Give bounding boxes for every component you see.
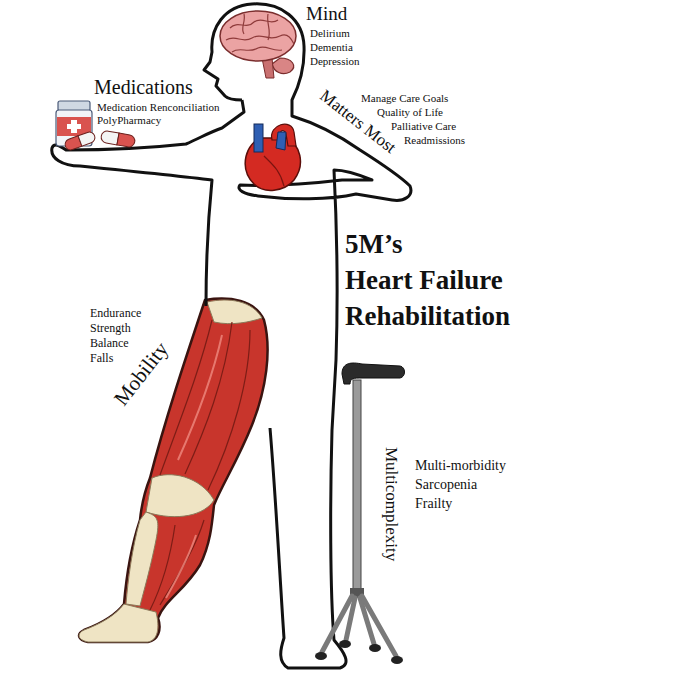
body-outline: [52, 4, 411, 668]
item-text: Manage Care Goals: [361, 92, 448, 105]
item-text: Sarcopenia: [415, 477, 477, 493]
quad-cane: [315, 363, 405, 664]
item-text: Multi-morbidity: [415, 458, 506, 474]
muscle-fibres: [150, 320, 250, 610]
item-text: Quality of Life: [377, 106, 443, 119]
foot-bones: [79, 604, 158, 642]
section-heading: Mind: [306, 3, 347, 25]
capsule-pills: [64, 130, 136, 151]
pelvis-bone: [207, 300, 262, 324]
shin-bone: [126, 512, 158, 606]
knee-bone: [146, 475, 214, 517]
leg-illustration: [79, 299, 268, 642]
item-text: Frailty: [415, 496, 452, 512]
item-text: Medication Renconciliation: [97, 101, 220, 114]
section-heading: Medications: [94, 76, 193, 99]
item-text: Falls: [90, 352, 113, 366]
section-heading: Multicomplexity: [381, 447, 401, 561]
item-text: PolyPharmacy: [97, 114, 161, 127]
leg-muscles: [79, 299, 268, 642]
diagram-title: 5M’s Heart Failure Rehabilitation: [345, 226, 545, 334]
item-text: Strength: [90, 322, 131, 336]
item-text: Dementia: [310, 41, 353, 54]
item-text: Depression: [310, 55, 360, 68]
heart-illustration: [245, 124, 300, 190]
item-text: Endurance: [90, 307, 141, 321]
item-text: Balance: [90, 337, 129, 351]
item-text: Palliative Care: [391, 120, 456, 133]
muscle-highlights: [166, 335, 222, 598]
item-text: Readmissions: [404, 134, 465, 147]
item-text: Delirium: [310, 27, 350, 40]
brain-illustration: [220, 11, 296, 78]
